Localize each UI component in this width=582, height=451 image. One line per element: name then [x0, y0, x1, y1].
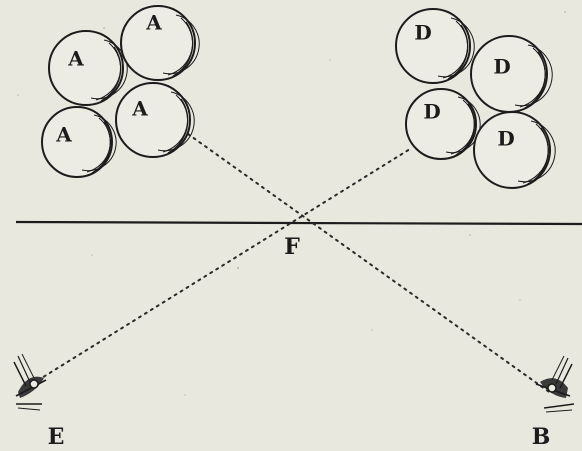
horizon-line — [16, 222, 582, 224]
point-label-e: E — [48, 424, 65, 450]
ball-d-4: D — [474, 112, 555, 188]
point-label-b: B — [532, 424, 551, 450]
ball-a-2: A — [121, 6, 199, 80]
sight-line-from-e — [32, 149, 410, 384]
ball-a-3-label: A — [55, 123, 72, 147]
eye-icon-right — [536, 356, 574, 412]
ball-a-2-label: A — [145, 11, 162, 35]
ball-d-2: D — [471, 36, 552, 112]
eye-icon-left — [14, 354, 46, 410]
ball-d-3-label: D — [423, 100, 440, 124]
ball-d-2-label: D — [493, 55, 510, 79]
ball-a-4: A — [116, 83, 194, 157]
ball-d-1-label: D — [414, 21, 431, 45]
ball-group-d: D D D D — [396, 9, 555, 188]
ball-d-1: D — [396, 9, 474, 83]
ball-a-4-label: A — [131, 97, 148, 121]
ball-d-3: D — [406, 89, 480, 159]
ball-a-1-label: A — [67, 47, 84, 71]
ball-d-4-label: D — [497, 127, 514, 151]
ball-a-3: A — [42, 107, 116, 177]
ball-group-a: A A A A — [42, 6, 199, 177]
point-label-f: F — [284, 234, 300, 260]
ball-a-1: A — [49, 31, 127, 105]
